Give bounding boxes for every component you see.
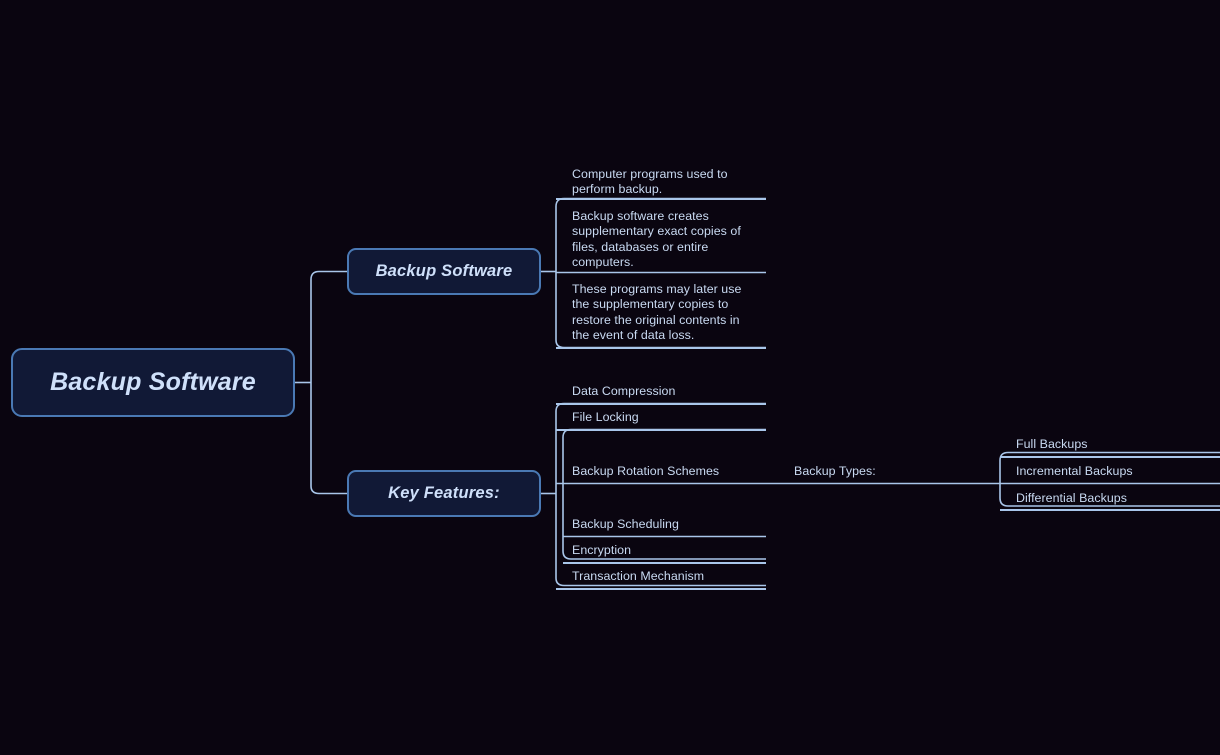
leaf-backup-types[interactable]: Backup Types: bbox=[794, 464, 876, 478]
leaf-creates-copies[interactable]: Backup software creates supplementary ex… bbox=[572, 209, 741, 270]
leaf-backup-rotation-schemes[interactable]: Backup Rotation Schemes bbox=[572, 464, 720, 478]
branch-node-key-features[interactable]: Key Features: bbox=[347, 470, 541, 517]
rule-restore bbox=[556, 347, 766, 349]
rule-definition bbox=[556, 198, 766, 200]
leaf-incremental-backups[interactable]: Incremental Backups bbox=[1016, 464, 1133, 478]
root-node[interactable]: Backup Software bbox=[11, 348, 295, 417]
leaf-backup-scheduling[interactable]: Backup Scheduling bbox=[572, 517, 679, 531]
branch-node-backup-software-label: Backup Software bbox=[375, 262, 513, 281]
rule-file-locking bbox=[556, 429, 766, 431]
key-features-bracket-inner bbox=[562, 428, 766, 560]
leaf-definition[interactable]: Computer programs used to perform backup… bbox=[572, 167, 728, 197]
branch-node-backup-software[interactable]: Backup Software bbox=[347, 248, 541, 295]
rule-encryption bbox=[563, 562, 766, 564]
branch-node-key-features-label: Key Features: bbox=[388, 484, 500, 503]
leaf-file-locking[interactable]: File Locking bbox=[572, 410, 639, 424]
root-bracket bbox=[310, 270, 347, 495]
rule-full-backups bbox=[1000, 456, 1220, 458]
leaf-restore[interactable]: These programs may later use the supplem… bbox=[572, 282, 742, 343]
leaf-transaction-mechanism[interactable]: Transaction Mechanism bbox=[572, 569, 705, 583]
leaf-full-backups[interactable]: Full Backups bbox=[1016, 437, 1088, 451]
leaf-encryption[interactable]: Encryption bbox=[572, 543, 632, 557]
rule-transaction-mechanism bbox=[556, 588, 766, 590]
rule-differential-backups bbox=[1000, 509, 1220, 511]
leaf-differential-backups[interactable]: Differential Backups bbox=[1016, 491, 1127, 505]
root-node-label: Backup Software bbox=[50, 367, 256, 396]
leaf-data-compression[interactable]: Data Compression bbox=[572, 384, 676, 398]
rule-data-compression bbox=[556, 403, 766, 405]
